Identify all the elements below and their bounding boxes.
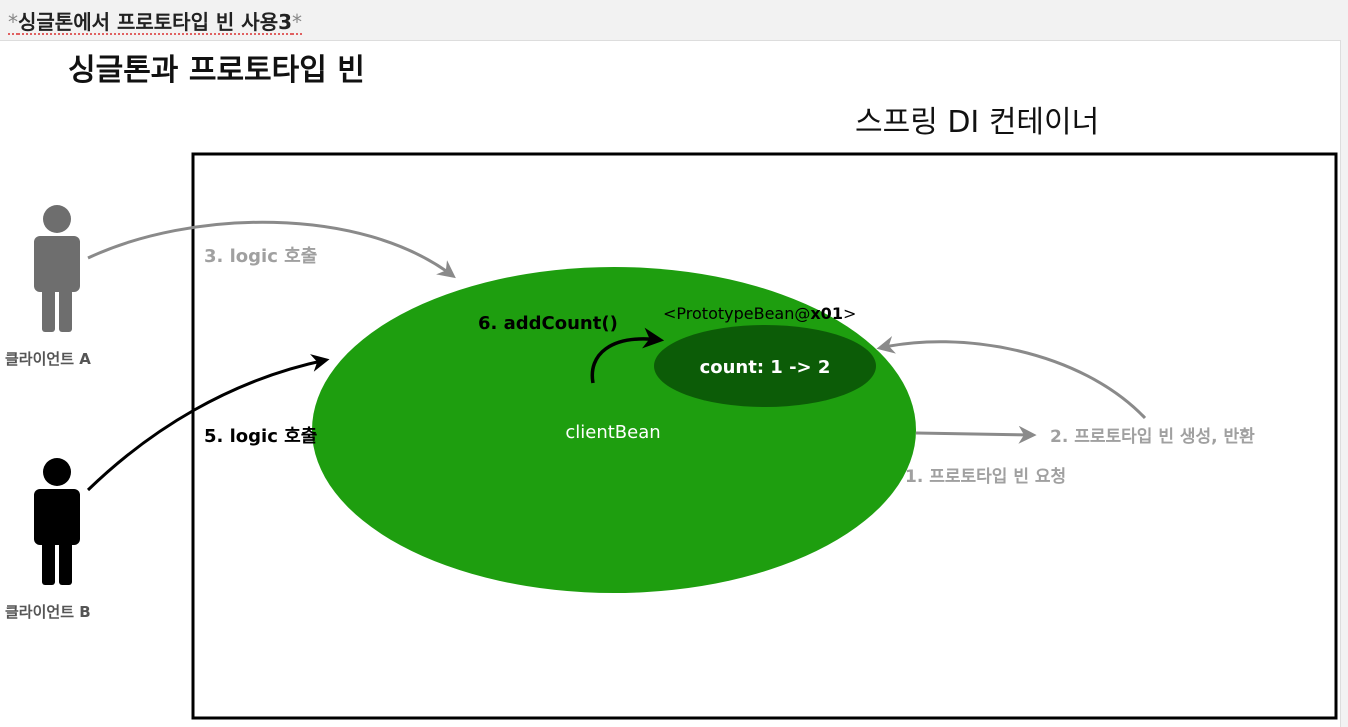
prototype-bean-ellipse [654, 325, 876, 407]
step1-label: 1. 프로토타입 빈 요청 [905, 466, 1066, 487]
step3-arrow [87, 220, 456, 279]
document-title-text: 싱글톤에서 프로토타입 빈 사용3 [18, 10, 293, 34]
client-bean-label: clientBean [565, 422, 660, 443]
client-a-label: 클라이언트 A [5, 350, 91, 368]
document-title: *싱글톤에서 프로토타입 빈 사용3* [8, 6, 302, 35]
prototype-bean-label: <PrototypeBean@x01> [663, 304, 856, 323]
document-title-bar: *싱글톤에서 프로토타입 빈 사용3* [0, 0, 1348, 40]
step2-arrow [876, 336, 1147, 420]
container-label: 스프링 DI 컨테이너 [855, 105, 1099, 140]
person-icon [34, 205, 80, 332]
person-icon [34, 458, 80, 585]
step6-arrow [590, 327, 665, 384]
spring-di-container-box [191, 152, 1338, 720]
unsaved-marker: * [8, 10, 18, 34]
step1-arrow [915, 425, 1037, 444]
step2-label: 2. 프로토타입 빈 생성, 반환 [1050, 427, 1255, 447]
step3-label: 3. logic 호출 [204, 246, 317, 267]
count-label: count: 1 -> 2 [700, 357, 831, 378]
slide-title: 싱글톤과 프로토타입 빈 [68, 53, 365, 88]
unsaved-marker-end: * [292, 10, 303, 34]
client-b-label: 클라이언트 B [5, 603, 91, 621]
step5-arrow [86, 354, 330, 492]
step6-label: 6. addCount() [478, 313, 618, 334]
step5-label: 5. logic 호출 [204, 426, 317, 447]
